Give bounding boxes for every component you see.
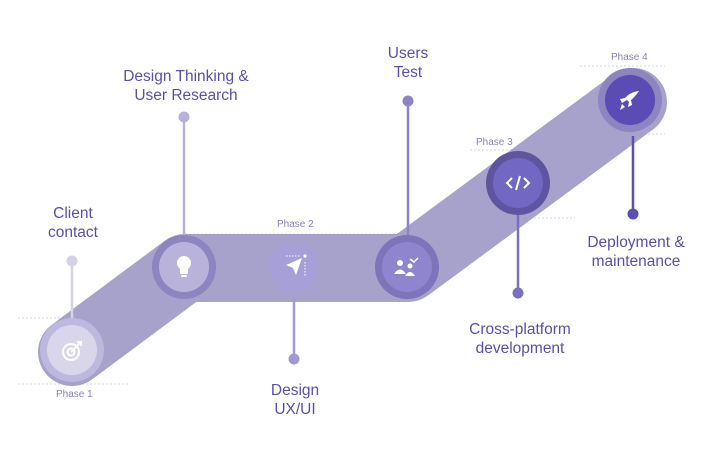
target-icon: [62, 341, 82, 361]
step-label-deployment: Deployment & maintenance: [572, 233, 700, 271]
step-label-line: development: [475, 340, 565, 357]
step-label-users-test: Users Test: [363, 44, 453, 82]
step-label-line: Design Thinking &: [123, 68, 249, 85]
step-label-line: Test: [393, 64, 423, 81]
step-node-design-thinking[interactable]: [152, 235, 216, 299]
cursor-pointer-icon: [286, 254, 307, 276]
phase-label-4: Phase 4: [611, 52, 648, 63]
step-label-line: Deployment &: [587, 234, 685, 251]
rocket-icon: [620, 91, 639, 110]
step-label-line: contact: [48, 224, 98, 241]
step-node-client-contact[interactable]: [40, 318, 104, 382]
step-node-users-test[interactable]: [375, 235, 439, 299]
step-label-line: Cross-platform: [469, 321, 571, 338]
step-label-design-ux-ui: Design UX/UI: [250, 381, 340, 419]
code-icon: [505, 175, 531, 191]
users-presentation-icon: [394, 257, 419, 276]
step-label-line: Client: [53, 205, 93, 222]
step-node-deployment[interactable]: [598, 68, 662, 132]
step-node-cross-platform[interactable]: [486, 151, 550, 215]
step-label-line: User Research: [134, 87, 238, 104]
step-label-client-contact: Client contact: [28, 204, 118, 242]
phase-label-2: Phase 2: [277, 219, 314, 230]
step-node-design-ux-ui[interactable]: [269, 242, 319, 292]
step-label-line: Users: [387, 45, 429, 62]
step-label-line: maintenance: [591, 253, 681, 270]
phase-label-3: Phase 3: [476, 137, 513, 148]
step-label-cross-platform: Cross-platform development: [450, 320, 590, 358]
roadmap-track: [38, 68, 667, 386]
phase-label-1: Phase 1: [56, 389, 93, 400]
connectors: [66, 95, 639, 365]
step-label-line: Design: [270, 382, 320, 399]
step-label-line: UX/UI: [274, 401, 316, 418]
lightbulb-icon: [177, 256, 191, 277]
step-label-design-thinking: Design Thinking & User Research: [106, 67, 266, 105]
